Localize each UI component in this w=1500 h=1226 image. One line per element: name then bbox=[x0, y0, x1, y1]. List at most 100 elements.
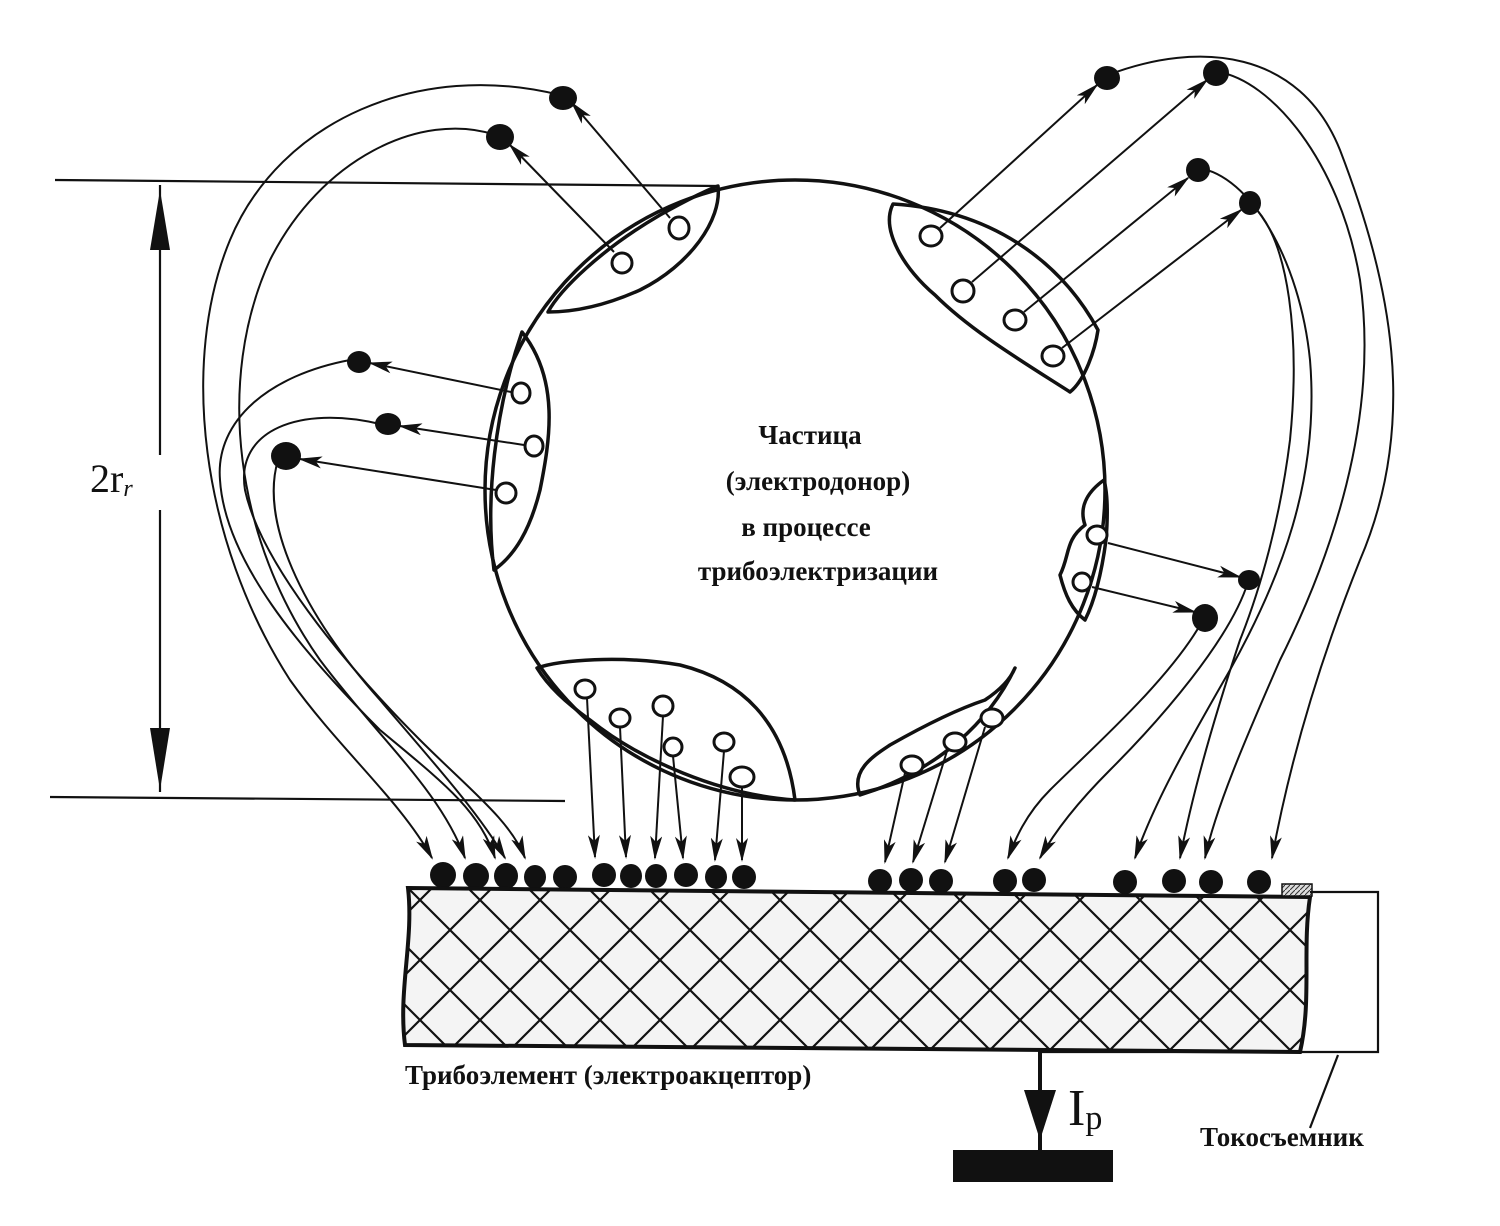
electron bbox=[993, 869, 1017, 893]
field-line bbox=[1178, 204, 1295, 860]
emission-arrow bbox=[672, 755, 687, 860]
emission-arrow bbox=[912, 750, 948, 864]
region-left bbox=[489, 330, 551, 572]
electron bbox=[347, 351, 371, 373]
emission-arrow bbox=[298, 456, 497, 491]
emission-arrow bbox=[1023, 176, 1190, 313]
hole bbox=[608, 707, 632, 729]
region-top-right bbox=[887, 202, 1100, 394]
field-line bbox=[242, 416, 526, 860]
electron bbox=[549, 86, 577, 110]
surface-electrons bbox=[430, 862, 1271, 894]
emission-arrow bbox=[939, 83, 1099, 229]
emission-arrows bbox=[298, 78, 1243, 864]
electron bbox=[620, 864, 642, 888]
electron bbox=[1113, 870, 1137, 894]
emission-arrow bbox=[368, 361, 512, 393]
electron bbox=[1199, 870, 1223, 894]
field-line bbox=[1203, 71, 1366, 860]
ground-plate bbox=[953, 1150, 1113, 1182]
triboelement-slab bbox=[401, 885, 1313, 1055]
hole bbox=[1071, 571, 1093, 593]
particle-label: Частица (электродонор) в процессе трибоэ… bbox=[698, 420, 938, 586]
electron bbox=[430, 862, 456, 888]
hole bbox=[979, 707, 1005, 729]
electron bbox=[375, 413, 401, 435]
electron bbox=[524, 865, 546, 889]
hole bbox=[1040, 344, 1066, 368]
field-lines bbox=[202, 55, 1395, 860]
dimension-label: 2rr bbox=[90, 456, 133, 502]
particle-label-line2: (электродонор) bbox=[726, 466, 910, 496]
hole bbox=[494, 481, 518, 505]
electron bbox=[553, 865, 577, 889]
region-top-left bbox=[546, 184, 721, 314]
collector-contact bbox=[1281, 883, 1313, 897]
electron bbox=[1186, 158, 1210, 182]
electron bbox=[486, 124, 514, 150]
electron bbox=[271, 442, 301, 470]
hole bbox=[651, 694, 675, 718]
field-line bbox=[1007, 619, 1204, 860]
collector-wiring bbox=[953, 890, 1380, 1182]
field-line bbox=[238, 127, 497, 860]
electron bbox=[868, 869, 892, 893]
dimension-arrow-bottom bbox=[150, 728, 170, 790]
emission-arrow bbox=[1091, 586, 1197, 613]
electron bbox=[1203, 60, 1229, 86]
hole bbox=[667, 215, 691, 241]
triboelement-label: Трибоэлемент (электроакцептор) bbox=[405, 1060, 811, 1090]
electron bbox=[1022, 868, 1046, 892]
electron bbox=[732, 865, 756, 889]
field-line bbox=[272, 459, 507, 860]
holes bbox=[494, 215, 1109, 789]
particle-label-line3: в процессе bbox=[741, 512, 871, 542]
emission-arrow bbox=[710, 750, 725, 862]
region-bottom-left bbox=[535, 657, 797, 802]
emission-arrow bbox=[398, 423, 525, 446]
particle-label-line4: трибоэлектризации bbox=[698, 556, 938, 586]
dimension-lines bbox=[49, 178, 719, 803]
electron bbox=[705, 865, 727, 889]
electron bbox=[1238, 570, 1260, 590]
hole bbox=[1002, 308, 1028, 332]
hole bbox=[662, 736, 684, 758]
emission-arrow bbox=[618, 726, 631, 859]
hole bbox=[712, 731, 736, 753]
electron bbox=[1239, 191, 1261, 215]
hole bbox=[942, 731, 968, 753]
emission-arrow bbox=[971, 78, 1209, 283]
field-line bbox=[202, 84, 561, 860]
collector-label: Токосъемник bbox=[1200, 1122, 1364, 1152]
emission-arrow bbox=[1107, 542, 1242, 578]
electron bbox=[1094, 66, 1120, 90]
electron bbox=[592, 863, 616, 887]
hole bbox=[510, 381, 532, 405]
triboelement bbox=[401, 883, 1313, 1055]
current-label: Ip bbox=[1068, 1080, 1102, 1137]
electron bbox=[899, 868, 923, 892]
hole bbox=[918, 224, 944, 248]
emission-arrow bbox=[570, 101, 671, 219]
field-line bbox=[218, 359, 496, 860]
electron bbox=[645, 864, 667, 888]
emission-arrow bbox=[508, 143, 615, 253]
electron bbox=[463, 863, 489, 889]
emitted-electrons bbox=[271, 60, 1261, 632]
hole bbox=[1085, 524, 1109, 546]
field-line bbox=[1039, 581, 1249, 860]
hole bbox=[950, 278, 976, 304]
emission-arrow bbox=[944, 726, 986, 864]
emission-arrow bbox=[883, 772, 906, 864]
hole bbox=[523, 434, 545, 458]
current-arrowhead bbox=[1024, 1090, 1056, 1140]
hole bbox=[573, 678, 597, 700]
electron bbox=[494, 863, 518, 889]
hole bbox=[728, 765, 756, 789]
electron bbox=[1247, 870, 1271, 894]
field-line bbox=[1107, 55, 1395, 860]
particle-label-line1: Частица bbox=[758, 420, 862, 450]
emission-arrow bbox=[586, 697, 600, 859]
electron bbox=[929, 869, 953, 893]
